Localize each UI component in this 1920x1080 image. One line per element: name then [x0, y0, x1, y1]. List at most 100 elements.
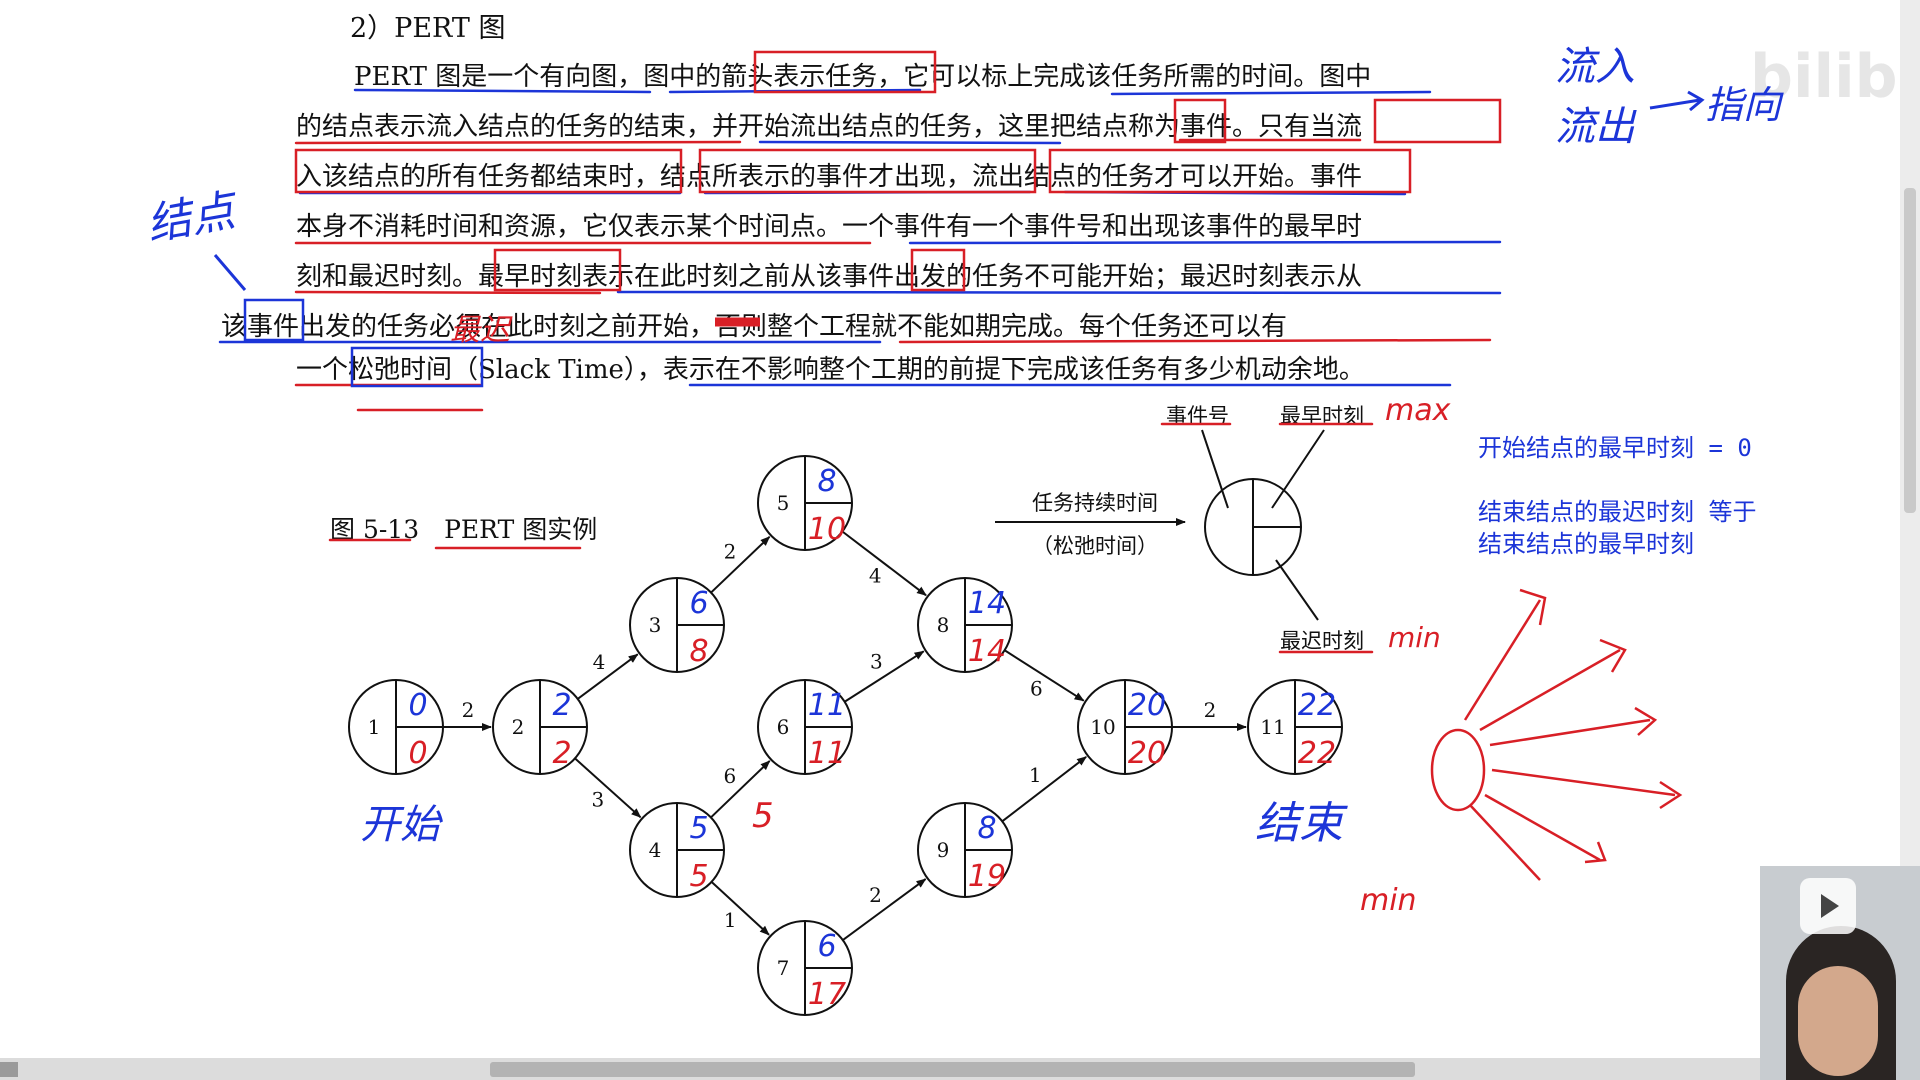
- pert-node-id: 7: [777, 956, 790, 980]
- pert-edge-4-6: [710, 760, 771, 819]
- pert-node-latest: 2: [552, 736, 571, 771]
- paragraph-line: 入该结点的所有任务都结束时，结点所表示的事件才出现，流出结点的任务才可以开始。事…: [296, 162, 1363, 192]
- pert-node-earliest: 8: [817, 464, 836, 499]
- note-latest-inline: 最迟: [450, 313, 513, 348]
- pert-node-id: 10: [1090, 715, 1115, 739]
- pert-description-paragraph: PERT 图是一个有向图，图中的箭头表示任务，它可以标上完成该任务所需的时间。图…: [221, 52, 1506, 388]
- handwritten-notes: 流入 流出 指向 结点 最迟 max min 开始 结束 5 min: [143, 44, 1784, 918]
- pert-edge-2-3: [577, 653, 639, 700]
- pert-node-latest: 8: [689, 634, 708, 669]
- pert-node-latest: 11: [808, 736, 846, 771]
- pert-node-earliest: 20: [1128, 688, 1166, 723]
- pert-edge-duration-2-4: 3: [591, 787, 604, 811]
- note-min-2: min: [1360, 883, 1417, 918]
- pert-node-earliest: 5: [689, 811, 708, 846]
- pert-node-7: 7 6 17: [757, 920, 853, 1016]
- pert-edge-duration-10-11: 2: [1204, 698, 1217, 722]
- pert-node-earliest: 22: [1298, 688, 1336, 723]
- legend-latest-time: 最迟时刻: [1280, 629, 1364, 653]
- pert-node-10: 10 20 20: [1077, 679, 1173, 775]
- pert-edge-duration-4-7: 1: [724, 908, 737, 932]
- pert-node-latest: 22: [1298, 736, 1336, 771]
- radiating-arrows-sketch: [1430, 588, 1683, 881]
- pert-edge-duration-5-8: 4: [869, 564, 882, 588]
- note-min: min: [1388, 621, 1441, 654]
- pert-node-id: 9: [937, 838, 950, 862]
- pert-node-3: 3 6 8: [629, 577, 725, 673]
- pert-edge-8-10: [1004, 649, 1085, 702]
- pert-edge-duration-2-3: 4: [593, 650, 606, 674]
- horizontal-scroll-thumb[interactable]: [490, 1062, 1415, 1077]
- vertical-scroll-thumb[interactable]: [1904, 188, 1916, 513]
- pert-edge-9-10: [1001, 756, 1087, 823]
- pert-node-latest: 14: [968, 634, 1006, 669]
- note-start-earliest: 开始结点的最早时刻 = 0: [1478, 434, 1752, 462]
- legend-slack-time: （松弛时间）: [1032, 534, 1158, 558]
- note-inflow: 流入: [1555, 44, 1635, 90]
- section-heading: 2）PERT 图: [350, 13, 506, 44]
- paragraph-line: 的结点表示流入结点的任务的结束，并开始流出结点的任务，这里把结点称为事件。只有当…: [296, 112, 1363, 142]
- pert-edge-3-5: [710, 536, 771, 594]
- pert-node-earliest: 6: [817, 929, 836, 964]
- note-end: 结束: [1255, 798, 1348, 849]
- note-end-latest-b: 结束结点的最早时刻: [1478, 530, 1694, 558]
- note-end-latest-a: 结束结点的最迟时刻 等于: [1478, 498, 1757, 526]
- pert-edge-6-8: [844, 650, 925, 703]
- pert-node-latest: 5: [689, 859, 708, 894]
- pert-edge-duration-6-8: 3: [870, 650, 883, 674]
- note-start: 开始: [360, 802, 443, 848]
- pert-edge-duration-9-10: 1: [1029, 763, 1042, 787]
- pert-node-latest: 20: [1128, 736, 1166, 771]
- pert-node-id: 3: [649, 613, 662, 637]
- paragraph-line: 一个松弛时间（Slack Time），表示在不影响整个工期的前提下完成该任务有多…: [296, 355, 1365, 385]
- note-points-to: 指向: [1705, 83, 1784, 127]
- pert-node-earliest: 14: [968, 586, 1006, 621]
- pert-edge-2-4: [574, 757, 642, 819]
- paragraph-line: 该事件出发的任务必须在此时刻之前开始，否则整个工程就不能如期完成。每个任务还可以…: [221, 312, 1288, 342]
- pert-node-4: 4 5 5: [629, 802, 725, 898]
- note-five: 5: [752, 796, 774, 836]
- note-max: max: [1385, 393, 1451, 428]
- legend-task-duration: 任务持续时间: [1032, 491, 1158, 515]
- paragraph-line: 刻和最迟时刻。最早时刻表示在此时刻之前从该事件出发的任务不可能开始；最迟时刻表示…: [296, 262, 1363, 292]
- pert-nodes: 1002223684555810611117617814149819102020…: [348, 455, 1343, 1016]
- pert-edge-duration-1-2: 2: [462, 698, 475, 722]
- pert-edge-duration-7-9: 2: [869, 883, 882, 907]
- pert-node-5: 5 8 10: [757, 455, 853, 551]
- scroll-left-arrow[interactable]: [0, 1062, 18, 1077]
- pert-node-id: 2: [512, 715, 525, 739]
- pert-edge-duration-8-10: 6: [1030, 676, 1043, 700]
- pert-node-latest: 10: [808, 512, 846, 547]
- pert-node-latest: 17: [808, 977, 846, 1012]
- paragraph-line: PERT 图是一个有向图，图中的箭头表示任务，它可以标上完成该任务所需的时间。图…: [354, 62, 1372, 92]
- pert-node-id: 4: [649, 838, 662, 862]
- play-icon[interactable]: [1800, 878, 1856, 934]
- pert-edge-4-7: [710, 881, 770, 936]
- legend-node: [995, 429, 1325, 621]
- pert-node-8: 8 14 14: [917, 577, 1013, 673]
- pert-edge-7-9: [842, 878, 927, 941]
- pert-node-2: 222: [492, 679, 588, 775]
- pert-node-id: 5: [777, 491, 790, 515]
- presenter-face: [1798, 966, 1878, 1076]
- ink-underlines: [218, 50, 1502, 654]
- pert-edge-duration-3-5: 2: [724, 539, 737, 563]
- paragraph-line: 本身不消耗时间和资源，它仅表示某个时间点。一个事件有一个事件号和出现该事件的最早…: [296, 212, 1363, 242]
- pert-node-earliest: 8: [977, 811, 996, 846]
- pert-node-latest: 0: [408, 736, 427, 771]
- note-node: 结点: [143, 184, 243, 250]
- pert-node-earliest: 11: [808, 688, 846, 723]
- pert-edge-duration-4-6: 6: [724, 764, 737, 788]
- bilibili-watermark: bilibili: [1750, 42, 1920, 112]
- pert-edge-5-8: [841, 530, 927, 597]
- pert-node-id: 8: [937, 613, 950, 637]
- note-outflow: 流出: [1555, 104, 1637, 150]
- pert-node-earliest: 6: [689, 586, 708, 621]
- pert-node-earliest: 0: [408, 688, 427, 723]
- pert-node-6: 6 11 11: [757, 679, 853, 775]
- pert-node-id: 6: [777, 715, 790, 739]
- pert-node-1: 100: [348, 679, 444, 775]
